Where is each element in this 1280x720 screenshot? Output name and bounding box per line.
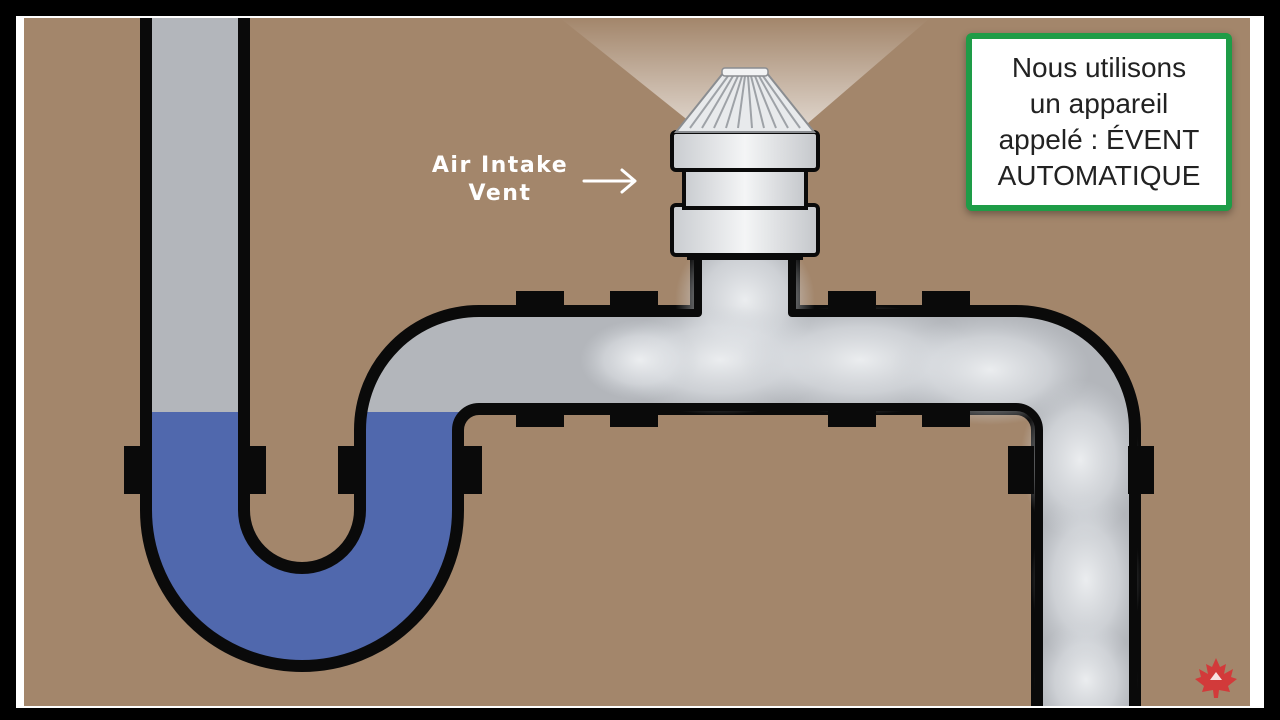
callout-line-4: AUTOMATIQUE bbox=[997, 160, 1201, 191]
maple-leaf-logo-icon bbox=[1195, 658, 1237, 698]
air-intake-vent-device bbox=[670, 67, 820, 260]
trap-water bbox=[148, 412, 465, 664]
callout-line-3: appelé : ÉVENT bbox=[998, 124, 1200, 155]
arrow-right-icon bbox=[582, 168, 637, 194]
air-intake-label-line-2: Vent bbox=[468, 181, 532, 206]
air-intake-vent-label: Air Intake Vent bbox=[420, 152, 580, 208]
callout-line-1: Nous utilisons bbox=[1011, 52, 1187, 83]
air-intake-label-line-1: Air Intake bbox=[431, 153, 569, 178]
callout-box: Nous utilisons un appareil appelé : ÉVEN… bbox=[966, 33, 1232, 211]
pipe-edges bbox=[144, 18, 1137, 706]
callout-line-2: un appareil bbox=[1029, 88, 1169, 119]
sewer-gas bbox=[580, 230, 1141, 706]
callout-text: Nous utilisons un appareil appelé : ÉVEN… bbox=[998, 50, 1201, 194]
pipe-couplings bbox=[124, 291, 1154, 494]
